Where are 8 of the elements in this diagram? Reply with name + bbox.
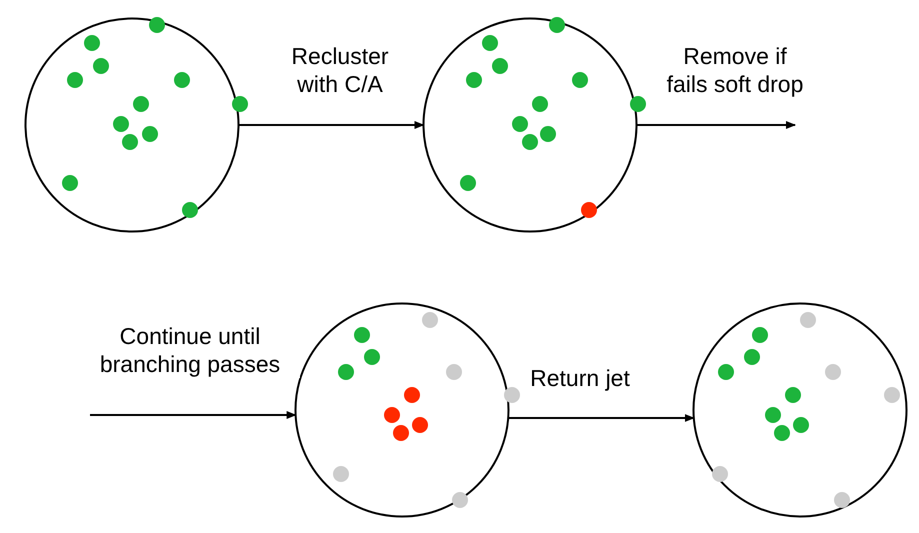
jet-circle [294, 302, 510, 518]
jet-circle [422, 17, 638, 233]
jet-circle [692, 302, 908, 518]
arrow [238, 121, 424, 129]
jet-circle [24, 17, 240, 233]
arrow [636, 121, 796, 129]
arrow [508, 414, 695, 422]
arrow [90, 411, 297, 419]
